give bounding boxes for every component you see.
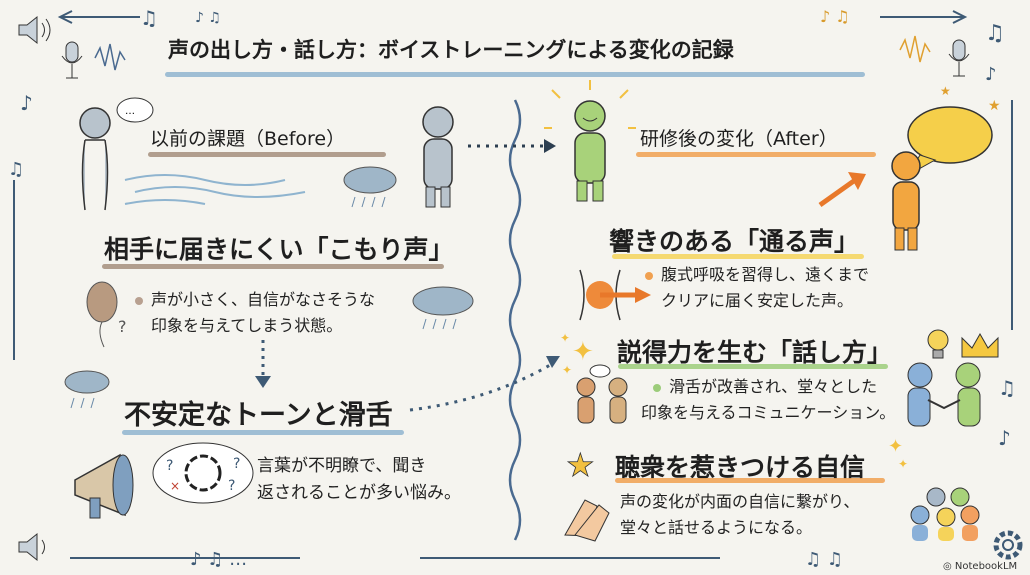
- after-item-1-title: 響きのある「通る声」: [609, 227, 860, 256]
- happy-person-illustration: [544, 80, 636, 202]
- before-item-1-underline: [102, 264, 444, 269]
- after-item-1-text: 腹式呼吸を習得し、遠くまで クリアに届く安定した声。: [645, 262, 869, 314]
- before-item-2-title: 不安定なトーンと滑舌: [124, 400, 393, 431]
- svg-text:♪ ♫ …: ♪ ♫ …: [190, 549, 247, 570]
- down-dotted-arrow-icon: [255, 340, 271, 388]
- star-icon: ★: [566, 446, 595, 485]
- rain-cloud-icon: [412, 286, 474, 330]
- bullet-dot: [653, 383, 661, 392]
- after-item-3-text: 声の変化が内面の自信に繋がり、 堂々と話せるようになる。: [620, 489, 859, 541]
- svg-text:♪: ♪: [985, 64, 997, 85]
- svg-text:★: ★: [988, 98, 1001, 114]
- after-item-2-title: 説得力を生む「話し方」: [617, 338, 893, 367]
- svg-text:?: ?: [233, 456, 240, 472]
- text-line: 言葉が不明瞭で、聞き: [257, 456, 427, 476]
- crown-icon: [961, 332, 999, 358]
- rain-cloud-icon: [64, 370, 110, 409]
- after-item-2-text: 滑舌が改善され、堂々とした 印象を与えるコミュニケーション。: [641, 374, 895, 426]
- text-line: 声の変化が内面の自信に繋がり、: [620, 492, 860, 511]
- after-heading-underline: [636, 152, 876, 157]
- text-line: 返されることが多い悩み。: [257, 483, 461, 503]
- speaker-icon: [18, 532, 45, 562]
- svg-text:✦: ✦: [898, 457, 908, 471]
- text-line: 印象を与えるコミュニケーション。: [641, 403, 896, 422]
- watermark: ◎ NotebookLM: [943, 561, 1018, 572]
- before-item-1-title: 相手に届きにくい「こもり声」: [104, 235, 454, 264]
- after-heading: 研修後の変化（After）: [640, 128, 838, 150]
- audience-icon: [910, 487, 980, 541]
- svg-text:?: ?: [228, 478, 235, 494]
- wind-lines-icon: [124, 174, 306, 205]
- text-line: 滑舌が改善され、堂々とした: [669, 377, 878, 396]
- svg-text:♫: ♫: [140, 6, 158, 30]
- dotted-connector-icon: [409, 356, 560, 412]
- before-item-2-underline: [122, 430, 404, 435]
- confused-thought-icon: ??? ×: [152, 442, 254, 504]
- handshake-icon: [907, 362, 981, 427]
- svg-text:♪ ♫: ♪ ♫: [195, 10, 221, 26]
- svg-text:★: ★: [940, 84, 951, 98]
- speaker-icon: [18, 15, 51, 45]
- megaphone-icon: [74, 453, 134, 519]
- text-line: クリアに届く安定した声。: [661, 291, 854, 310]
- svg-text:✦: ✦: [572, 337, 594, 367]
- text-line: 声が小さく、自信がなさそうな: [151, 290, 376, 309]
- before-item-1-text: 声が小さく、自信がなさそうな 印象を与えてしまう状態。: [135, 287, 375, 339]
- svg-text:?: ?: [166, 458, 173, 474]
- text-line: 腹式呼吸を習得し、遠くまで: [661, 265, 870, 284]
- bullet-dot: [645, 271, 653, 280]
- after-item-3-underline: [615, 478, 885, 483]
- sad-person-illustration: …: [79, 97, 154, 211]
- gear-icon: [993, 530, 1023, 560]
- before-item-2-text: 言葉が不明瞭で、聞き 返されることが多い悩み。: [257, 453, 461, 507]
- orange-person-illustration: [891, 151, 921, 251]
- clapping-hands-icon: [564, 499, 610, 542]
- before-heading-underline: [148, 152, 386, 157]
- svg-text:♫: ♫: [8, 159, 24, 180]
- svg-text:✦: ✦: [888, 436, 903, 457]
- after-item-2-underline: [618, 364, 888, 369]
- before-heading: 以前の課題（Before）: [150, 128, 346, 150]
- svg-text:♪: ♪: [20, 91, 33, 115]
- sparkle-icon: ✦✦✦: [560, 331, 594, 377]
- svg-text:★: ★: [566, 446, 595, 484]
- title-underline: [165, 72, 865, 77]
- microphone-icon: [948, 39, 970, 77]
- dotted-arrow-icon: [468, 139, 556, 153]
- svg-text:♫: ♫: [985, 21, 1005, 46]
- svg-text:♫: ♫: [998, 376, 1016, 400]
- svg-text:♪ ♫: ♪ ♫: [820, 7, 850, 26]
- up-arrow-icon: [818, 172, 866, 208]
- lightbulb-icon: [927, 329, 949, 359]
- microphone-icon: [61, 41, 83, 79]
- text-line: 印象を与えてしまう状態。: [151, 316, 343, 335]
- neutral-person-illustration: [422, 106, 454, 208]
- page-title: 声の出し方・話し方：ボイストレーニングによる変化の記録: [168, 38, 734, 62]
- svg-text:×: ×: [170, 479, 180, 493]
- after-item-1-underline: [612, 254, 864, 259]
- sparkle-icon: ✦✦: [888, 436, 908, 471]
- svg-text:✦: ✦: [560, 331, 570, 345]
- two-people-talking-icon: [576, 364, 628, 424]
- watermark-text: NotebookLM: [954, 561, 1018, 572]
- svg-text:✦: ✦: [562, 363, 572, 377]
- svg-text:♫ ♫: ♫ ♫: [805, 549, 843, 570]
- svg-text:…: …: [125, 106, 135, 117]
- abdominal-breathing-icon: [579, 269, 651, 321]
- svg-text:♪: ♪: [998, 426, 1011, 450]
- balloon-icon: ?: [86, 281, 127, 348]
- text-line: 堂々と話せるようになる。: [620, 518, 813, 537]
- after-item-3-title: 聴衆を惹きつける自信: [615, 453, 866, 482]
- rain-cloud-icon: [343, 166, 397, 208]
- svg-text:?: ?: [118, 317, 127, 336]
- bullet-dot: [135, 296, 143, 305]
